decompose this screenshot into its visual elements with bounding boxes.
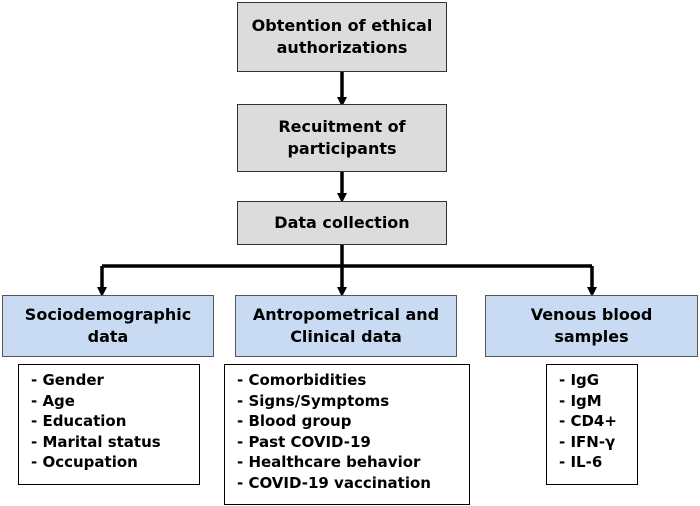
category-line: Venous blood — [530, 305, 653, 325]
list-item: - Occupation — [31, 453, 138, 471]
category-line: data — [87, 327, 129, 346]
list-item: - IgG — [559, 371, 600, 389]
category-line: Sociodemographic — [24, 305, 192, 325]
step-ethical-authorizations: Obtention of ethical authorizations — [237, 2, 447, 72]
list-item: - Healthcare behavior — [237, 453, 421, 471]
list-item: - IFN-γ — [559, 432, 616, 451]
category-line: Antropometrical and — [252, 305, 440, 325]
list-item: - Marital status — [31, 432, 161, 451]
category-sociodemographic: Sociodemographic data — [2, 295, 214, 357]
category-venous-blood: Venous blood samples — [485, 295, 698, 357]
category-line: samples — [554, 327, 629, 346]
list-item: - Education — [31, 412, 127, 430]
list-venous-blood: - IgG - IgM - CD4+ - IFN-γ - IL-6 — [546, 364, 638, 485]
list-sociodemographic: - Gender - Age - Education - Marital sta… — [18, 364, 200, 485]
step-line: Recuitment of — [278, 117, 406, 137]
step-line: Obtention of ethical — [251, 16, 433, 36]
list-item: - Blood group — [237, 412, 352, 430]
step-line: Data collection — [274, 213, 410, 233]
list-item: - IgM — [559, 391, 602, 410]
list-item: - Gender — [31, 371, 104, 389]
list-item: - Age — [31, 391, 75, 410]
list-item: - CD4+ — [559, 412, 617, 430]
category-clinical: Antropometrical and Clinical data — [235, 295, 457, 357]
step-data-collection: Data collection — [237, 201, 447, 245]
step-recruitment: Recuitment of participants — [237, 104, 447, 172]
step-line: authorizations — [276, 38, 408, 57]
list-item: - COVID-19 vaccination — [237, 473, 431, 492]
category-line: Clinical data — [290, 327, 402, 346]
list-item: - Comorbidities — [237, 371, 367, 389]
list-item: - IL-6 — [559, 453, 603, 471]
list-item: - Past COVID-19 — [237, 432, 371, 451]
list-item: - Signs/Symptoms — [237, 391, 390, 410]
list-clinical: - Comorbidities - Signs/Symptoms - Blood… — [224, 364, 470, 505]
step-line: participants — [287, 139, 397, 158]
